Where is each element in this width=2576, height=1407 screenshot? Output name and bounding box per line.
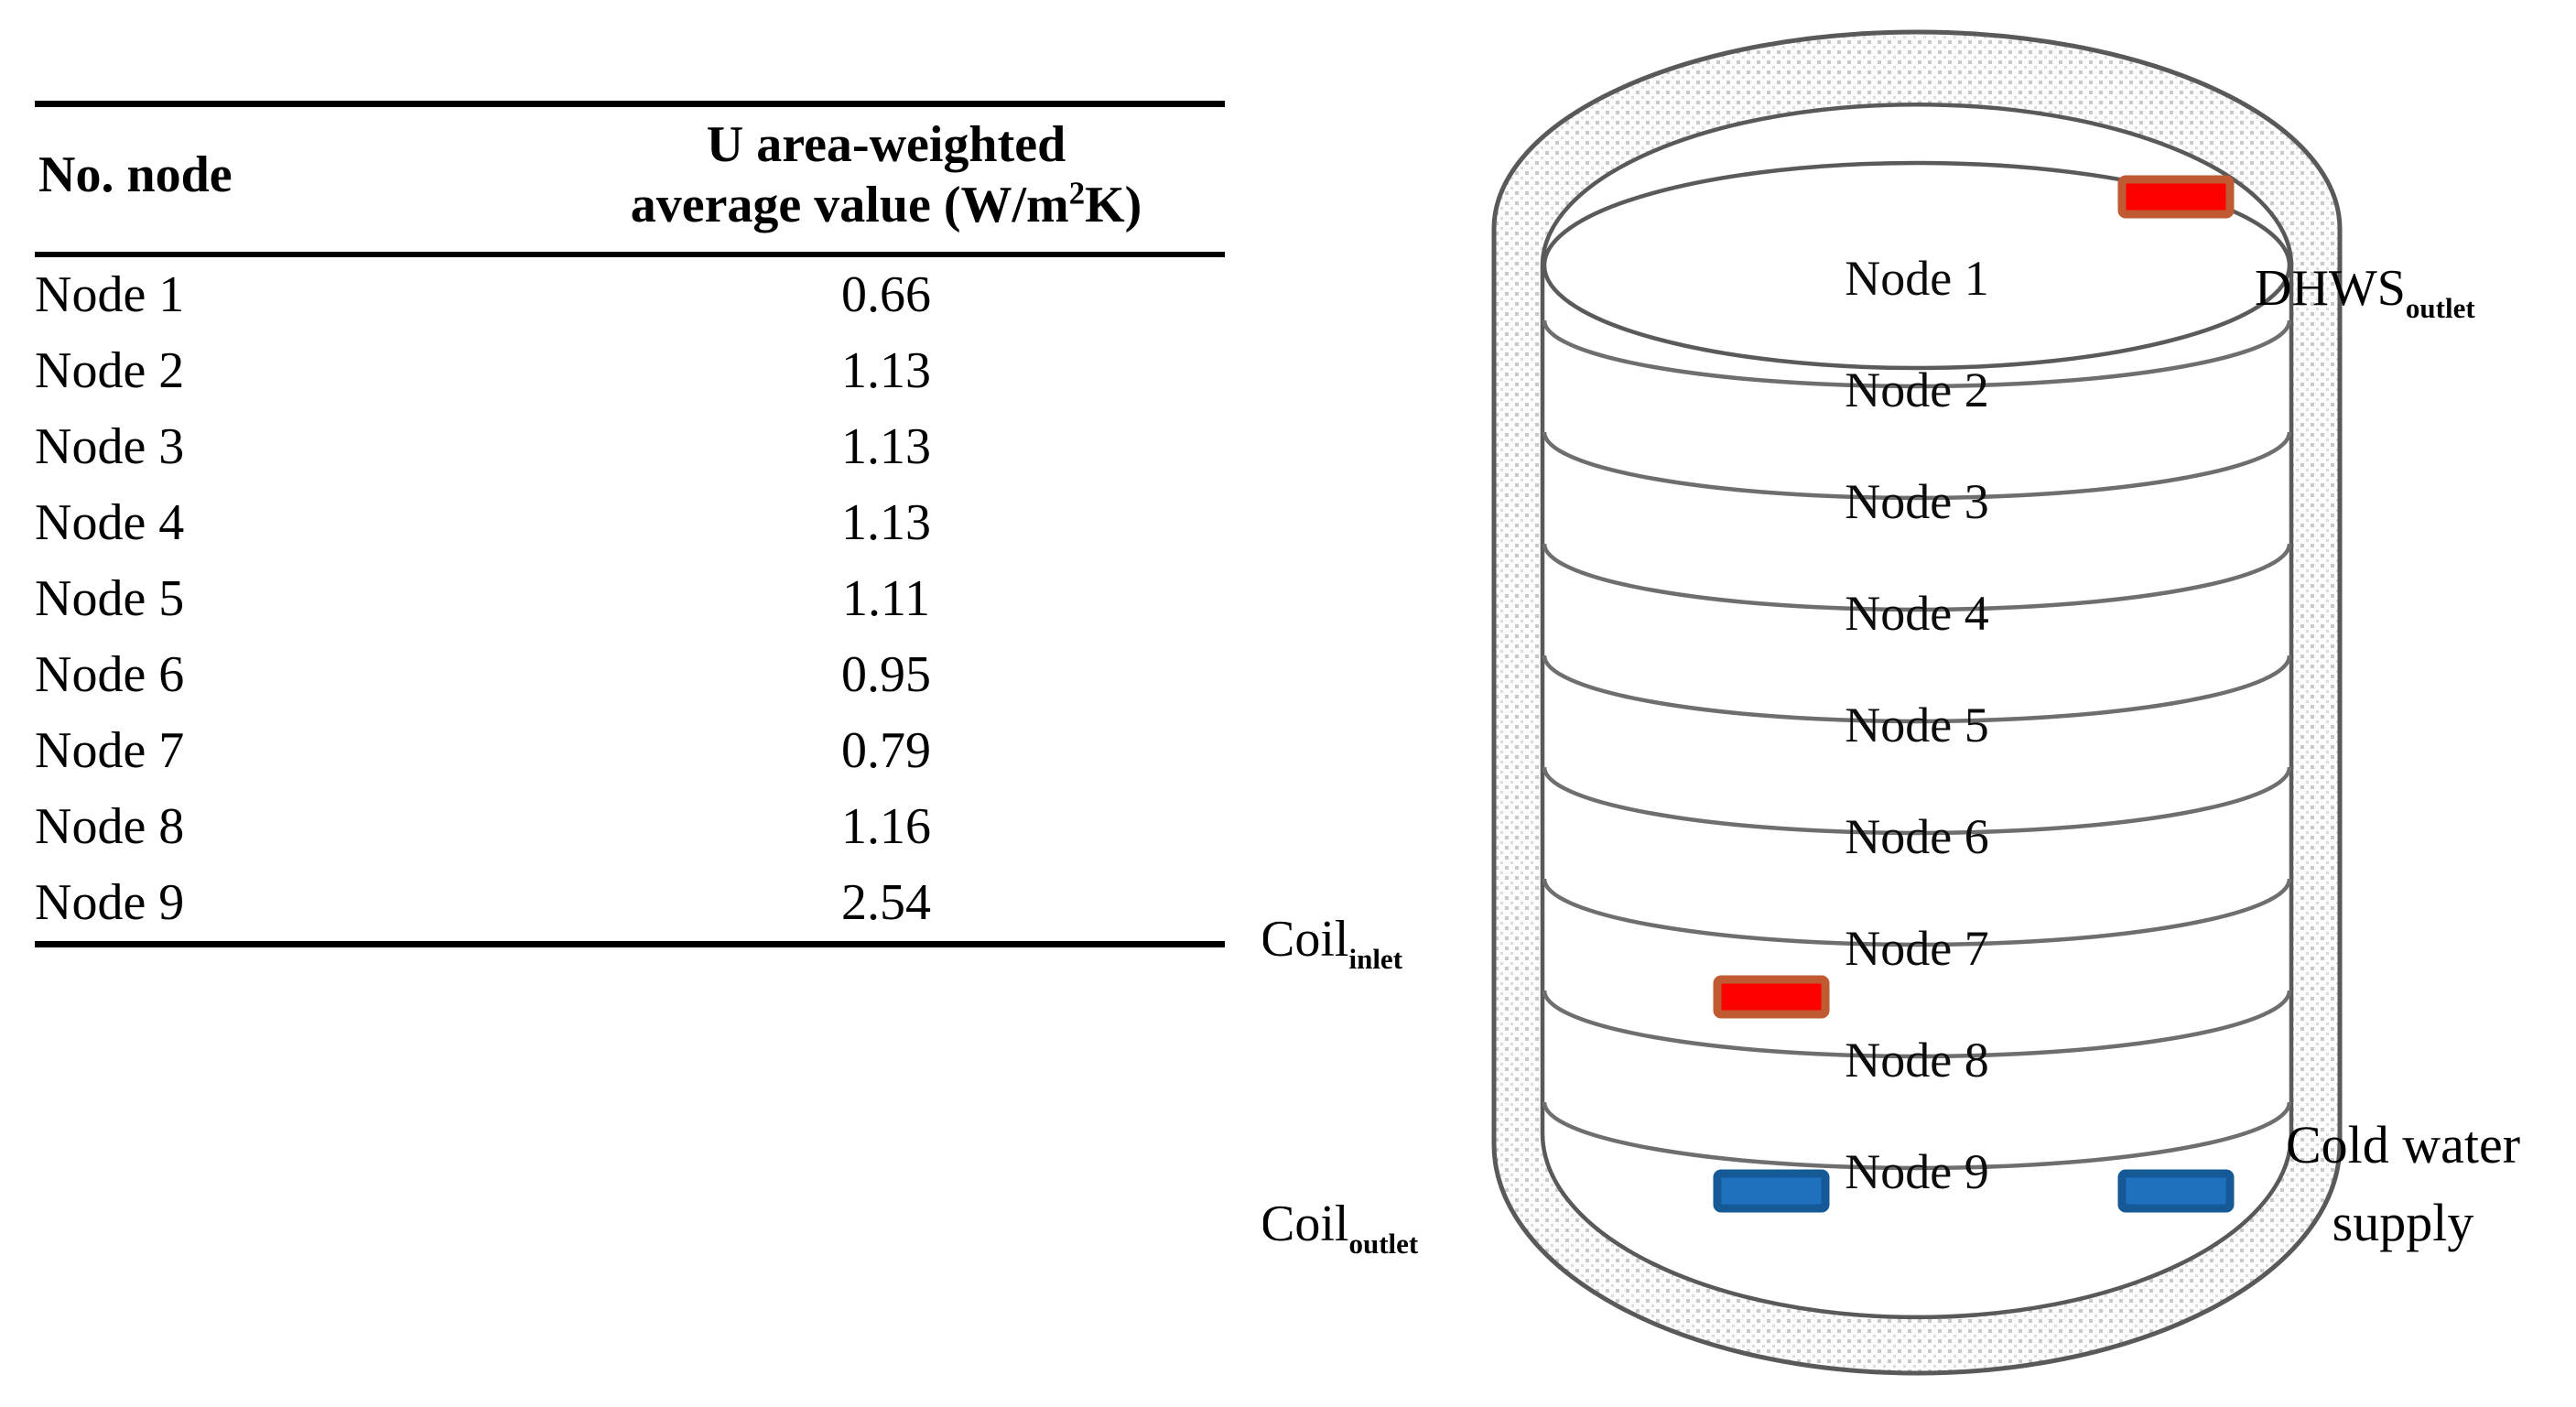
coil-inlet-port-icon[interactable] bbox=[1713, 975, 1830, 1019]
cell-u-value: 0.79 bbox=[841, 722, 931, 780]
port-group bbox=[1713, 175, 2235, 1213]
node-label-7: Node 7 bbox=[1845, 921, 1988, 976]
cell-u-value: 0.95 bbox=[841, 646, 931, 704]
column-header-u-value-line2: average value (W/m2K) bbox=[547, 175, 1225, 235]
coil-inlet-label: Coilinlet bbox=[1263, 911, 1403, 975]
column-header-u-value: U area-weighted average value (W/m2K) bbox=[547, 101, 1225, 258]
unit-prefix: average value (W/m bbox=[630, 177, 1069, 234]
cell-u-value: 1.16 bbox=[841, 798, 931, 856]
table-row: Node 6 0.95 bbox=[35, 637, 1225, 713]
cold-water-supply-port-icon[interactable] bbox=[2117, 1169, 2235, 1213]
table-row: Node 2 1.13 bbox=[35, 333, 1225, 409]
cell-node-name: Node 1 bbox=[35, 266, 185, 324]
cold-water-supply-label-line1: Cold water bbox=[2286, 1115, 2520, 1174]
node-label-3: Node 3 bbox=[1845, 474, 1988, 529]
table-row: Node 4 1.13 bbox=[35, 485, 1225, 561]
table-row: Node 8 1.16 bbox=[35, 789, 1225, 865]
u-value-table: No. node U area-weighted average value (… bbox=[35, 101, 1225, 948]
cold-water-supply-label-line2: supply bbox=[2332, 1193, 2474, 1252]
coil-inlet-label-main: Coil bbox=[1263, 911, 1348, 968]
dhws-outlet-label-main: DHWS bbox=[2255, 260, 2406, 317]
node-label-1: Node 1 bbox=[1845, 251, 1988, 306]
coil-outlet-port-icon[interactable] bbox=[1713, 1169, 1830, 1213]
cell-u-value: 1.13 bbox=[841, 342, 931, 400]
node-divider-arc-3 bbox=[1542, 543, 2292, 612]
cell-node-name: Node 8 bbox=[35, 798, 185, 856]
node-divider-arc-8 bbox=[1542, 1101, 2292, 1171]
cell-u-value: 1.13 bbox=[841, 494, 931, 552]
node-divider-arc-2 bbox=[1542, 431, 2292, 501]
storage-tank-diagram: Node 1 Node 2 Node 3 Node 4 Node 5 Node 6 Node… bbox=[1263, 0, 2576, 1407]
cell-node-name: Node 6 bbox=[35, 646, 185, 704]
table-row: Node 7 0.79 bbox=[35, 713, 1225, 789]
node-label-9: Node 9 bbox=[1845, 1144, 1988, 1199]
unit-suffix: K) bbox=[1085, 177, 1142, 234]
cell-node-name: Node 9 bbox=[35, 865, 547, 948]
dhws-outlet-label-sub: outlet bbox=[2406, 292, 2475, 324]
dhws-outlet-label: DHWSoutlet bbox=[2255, 260, 2475, 324]
cell-u-value: 2.54 bbox=[547, 865, 1225, 948]
node-divider-arc-7 bbox=[1542, 990, 2292, 1059]
node-label-4: Node 4 bbox=[1845, 586, 1988, 641]
node-divider-arcs bbox=[1542, 319, 2292, 1171]
cell-node-name: Node 4 bbox=[35, 494, 185, 552]
node-label-group: Node 1 Node 2 Node 3 Node 4 Node 5 Node 6 Node… bbox=[1845, 251, 1988, 1199]
tank-svg: Node 1 Node 2 Node 3 Node 4 Node 5 Node 6 Node… bbox=[1263, 29, 2520, 1376]
node-label-6: Node 6 bbox=[1845, 809, 1988, 864]
column-header-no-node: No. node bbox=[35, 101, 547, 258]
coil-outlet-label-main: Coil bbox=[1263, 1196, 1348, 1252]
cell-node-name: Node 2 bbox=[35, 342, 185, 400]
node-label-5: Node 5 bbox=[1845, 698, 1988, 752]
cell-u-value: 0.66 bbox=[841, 266, 931, 324]
node-label-8: Node 8 bbox=[1845, 1033, 1988, 1088]
node-divider-arc-4 bbox=[1542, 655, 2292, 724]
unit-superscript: 2 bbox=[1068, 175, 1086, 211]
u-value-table-panel: No. node U area-weighted average value (… bbox=[35, 101, 1225, 948]
cell-node-name: Node 7 bbox=[35, 722, 185, 780]
cell-u-value: 1.11 bbox=[842, 570, 930, 628]
cell-node-name: Node 5 bbox=[35, 570, 185, 628]
node-divider-arc-6 bbox=[1542, 878, 2292, 947]
table-row: Node 5 1.11 bbox=[35, 561, 1225, 637]
column-header-u-value-line1: U area-weighted bbox=[706, 116, 1066, 173]
cell-node-name: Node 3 bbox=[35, 418, 185, 476]
coil-inlet-label-sub: inlet bbox=[1348, 943, 1402, 975]
table-header-row: No. node U area-weighted average value (… bbox=[35, 101, 1225, 258]
cell-u-value: 1.13 bbox=[841, 418, 931, 476]
dhws-outlet-port-icon[interactable] bbox=[2117, 175, 2235, 219]
coil-outlet-label-sub: outlet bbox=[1348, 1228, 1418, 1260]
table-row: Node 1 0.66 bbox=[35, 254, 1225, 333]
node-label-2: Node 2 bbox=[1845, 363, 1988, 417]
inner-vessel-top-rim bbox=[1542, 160, 2292, 371]
node-divider-arc-1 bbox=[1542, 319, 2292, 389]
node-divider-arc-5 bbox=[1542, 766, 2292, 836]
coil-outlet-label: Coiloutlet bbox=[1263, 1196, 1419, 1260]
port-label-group: DHWSoutlet Coilinlet Coiloutlet Cold wat… bbox=[1263, 260, 2520, 1260]
table-row: Node 3 1.13 bbox=[35, 409, 1225, 485]
